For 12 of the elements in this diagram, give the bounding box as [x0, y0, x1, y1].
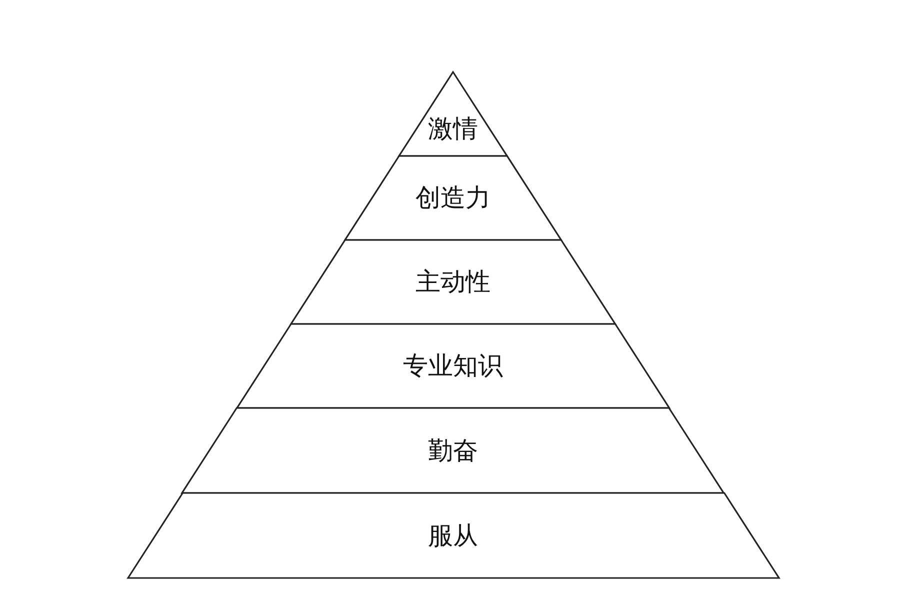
- tier-label: 激情: [426, 113, 479, 146]
- tier-label: 勤奋: [426, 434, 479, 466]
- tier-label: 主动性: [414, 266, 492, 298]
- tier-label: 服从: [427, 520, 479, 552]
- pyramid-top: [398, 72, 508, 156]
- pyramid-tier: [290, 240, 616, 324]
- tier-label: 创造力: [414, 182, 492, 214]
- pyramid-tier: [182, 408, 724, 493]
- tier-label: 专业知识: [402, 350, 504, 382]
- pyramid-tier: [344, 156, 562, 240]
- pyramid-tier: [128, 493, 778, 578]
- pyramid-tier: [236, 324, 670, 408]
